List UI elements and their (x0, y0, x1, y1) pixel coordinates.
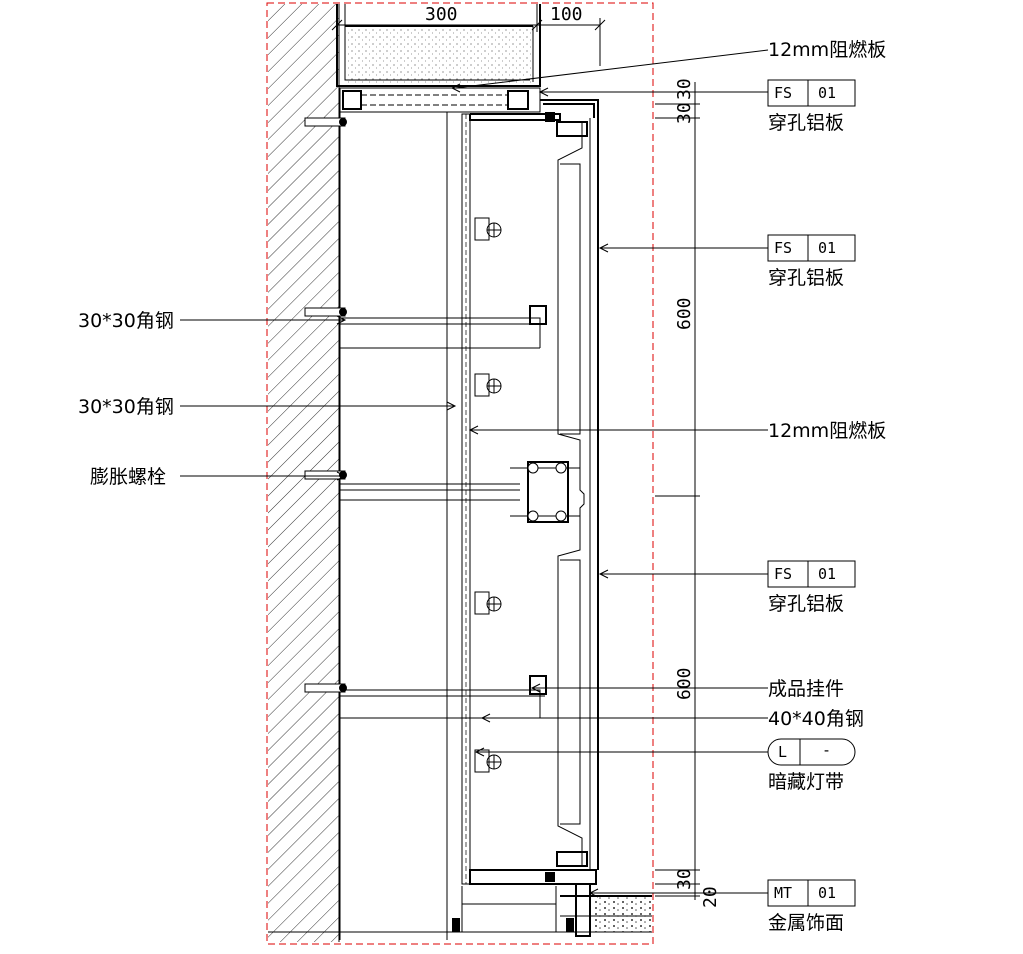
dim-600-lower: 600 (674, 667, 695, 700)
tag-fs-01-upper: FS 01 穿孔铝板 (767, 234, 856, 289)
tag-code: FS (774, 84, 792, 102)
dim-30-top-a: 30 (674, 78, 695, 100)
leader-lines (180, 49, 769, 898)
dim-100: 100 (550, 4, 583, 25)
anchor-bolts (304, 117, 347, 693)
tag-caption: 穿孔铝板 (768, 267, 844, 289)
label-angle-steel-40: 40*40角钢 (768, 708, 864, 730)
top-framing (339, 87, 599, 118)
tag-number: 01 (818, 565, 836, 583)
tag-caption: 金属饰面 (768, 912, 844, 934)
vertical-dimension: 30 30 600 600 30 20 (655, 78, 721, 908)
label-fire-board-mid: 12mm阻燃板 (768, 420, 886, 442)
tag-number: - (822, 741, 831, 759)
horizontal-angles (340, 305, 580, 719)
floor-finish (268, 884, 652, 937)
tag-fs-01-top: FS 01 穿孔铝板 (767, 79, 856, 134)
label-expansion-bolt: 膨胀螺栓 (90, 466, 166, 488)
dim-600-upper: 600 (674, 297, 695, 330)
tag-code: FS (774, 565, 792, 583)
label-hanger: 成品挂件 (768, 678, 844, 700)
tag-caption: 穿孔铝板 (768, 112, 844, 134)
tag-l-light-strip: L - 暗藏灯带 (767, 738, 856, 793)
section-boundary (266, 2, 654, 945)
expansion-bolt-4 (304, 683, 347, 693)
top-dimension: 300 100 (331, 4, 606, 66)
dim-30-top-b: 30 (674, 102, 695, 124)
label-angle-steel-30-upper: 30*30角钢 (78, 310, 174, 332)
tag-caption: 穿孔铝板 (768, 593, 844, 615)
tag-number: 01 (818, 884, 836, 902)
panel-system (339, 112, 599, 940)
light-fixtures (474, 217, 502, 773)
tag-number: 01 (818, 239, 836, 257)
tag-code: FS (774, 239, 792, 257)
dim-20-bottom: 20 (700, 886, 721, 908)
ceiling-slab (336, 4, 541, 87)
tag-caption: 暗藏灯带 (768, 771, 844, 793)
tag-number: 01 (818, 84, 836, 102)
tag-code: L (778, 743, 787, 761)
expansion-bolt-1 (304, 117, 347, 127)
dim-300: 300 (425, 4, 458, 25)
label-angle-steel-30-lower: 30*30角钢 (78, 396, 174, 418)
expansion-bolt-2 (304, 307, 347, 317)
dim-30-bottom: 30 (674, 868, 695, 890)
tag-code: MT (774, 884, 792, 902)
label-fire-board-top: 12mm阻燃板 (768, 39, 886, 61)
tag-fs-01-lower: FS 01 穿孔铝板 (767, 560, 856, 615)
tag-mt-01: MT 01 金属饰面 (767, 879, 856, 934)
